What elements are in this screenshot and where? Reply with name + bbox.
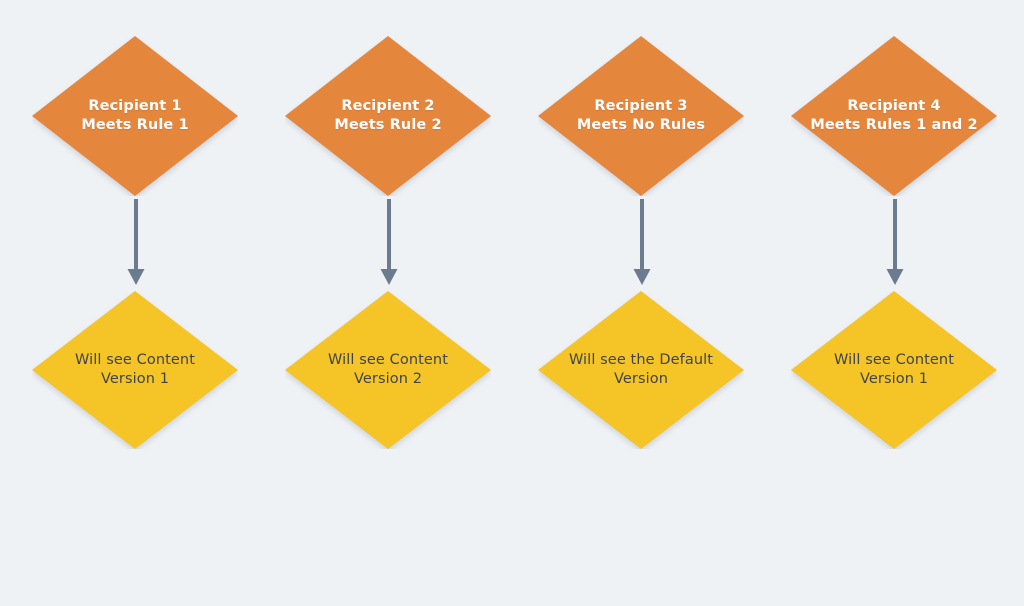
outcome-node-2-label: Will see Content Version 2 [328,351,448,389]
diamond-shape [32,36,238,196]
outcome-node-4[interactable]: Will see Content Version 1 [791,291,997,449]
outcome-node-1[interactable]: Will see Content Version 1 [32,291,238,449]
condition-node-4[interactable]: Recipient 4 Meets Rules 1 and 2 [791,36,997,196]
diamond-shape [32,291,238,449]
condition-node-3-line1: Recipient 3 [594,97,688,114]
outcome-node-3-label: Will see the Default Version [569,351,713,389]
down-arrow-icon [127,199,145,285]
outcome-node-3-line1: Will see the Default [568,351,714,368]
condition-node-3-label: Recipient 3 Meets No Rules [577,97,705,135]
condition-node-3[interactable]: Recipient 3 Meets No Rules [538,36,744,196]
outcome-node-4-line2: Version 1 [859,371,929,387]
outcome-node-3-line2: Version [613,371,668,387]
down-arrow-icon [380,199,398,285]
outcome-node-1-label: Will see Content Version 1 [75,351,195,389]
condition-node-1-line2: Meets Rule 1 [81,117,189,133]
outcome-node-4-label: Will see Content Version 1 [834,351,954,389]
diamond-shape [791,291,997,449]
arrow-down-3 [633,199,651,291]
condition-node-1-line1: Recipient 1 [88,97,182,114]
down-arrow-icon [633,199,651,285]
condition-node-4-line1: Recipient 4 [847,97,941,114]
diamond-shape [538,36,744,196]
condition-node-2-line2: Meets Rule 2 [334,117,442,133]
condition-node-4-line2: Meets Rules 1 and 2 [810,117,978,133]
diamond-shape [285,291,491,449]
condition-node-3-line2: Meets No Rules [576,117,706,133]
outcome-node-4-line1: Will see Content [834,351,954,368]
condition-node-1-label: Recipient 1 Meets Rule 1 [81,97,188,135]
arrow-down-4 [886,199,904,291]
condition-node-1[interactable]: Recipient 1 Meets Rule 1 [32,36,238,196]
outcome-node-3[interactable]: Will see the Default Version [538,291,744,449]
arrow-down-1 [127,199,145,291]
condition-node-2[interactable]: Recipient 2 Meets Rule 2 [285,36,491,196]
condition-node-2-line1: Recipient 2 [341,97,435,114]
condition-node-4-label: Recipient 4 Meets Rules 1 and 2 [810,97,977,135]
outcome-node-2[interactable]: Will see Content Version 2 [285,291,491,449]
arrow-down-2 [380,199,398,291]
diamond-shape [791,36,997,196]
condition-node-2-label: Recipient 2 Meets Rule 2 [334,97,441,135]
down-arrow-icon [886,199,904,285]
outcome-node-1-line2: Version 1 [100,371,170,387]
outcome-node-1-line1: Will see Content [75,351,195,368]
diamond-shape [285,36,491,196]
outcome-node-2-line2: Version 2 [353,371,423,387]
outcome-node-2-line1: Will see Content [328,351,448,368]
diamond-shape [538,291,744,449]
